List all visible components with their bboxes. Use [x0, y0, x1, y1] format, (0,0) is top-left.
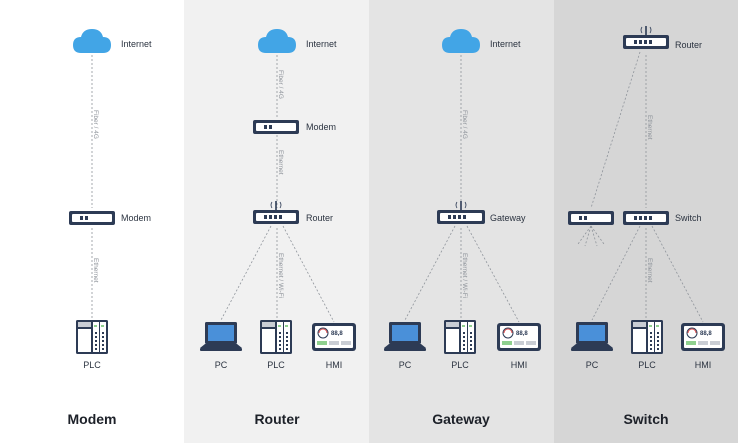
- plc-label: PLC: [267, 360, 285, 370]
- pc-label: PC: [585, 360, 599, 370]
- internet-label: Internet: [306, 39, 337, 49]
- connection-line: [584, 225, 592, 247]
- hmi-label: HMI: [325, 360, 343, 370]
- gateway-label: Gateway: [490, 213, 526, 223]
- switch-icon: [568, 211, 614, 227]
- svg-text:88,8: 88,8: [700, 331, 712, 337]
- pc-label: PC: [214, 360, 228, 370]
- link-label-ethernet: Ethernet: [277, 150, 284, 175]
- link-label-ethernet: Ethernet: [646, 115, 653, 140]
- cloud-icon: [441, 26, 481, 54]
- title-modem: Modem: [67, 411, 117, 427]
- plc-icon: [444, 320, 476, 354]
- connection-line: [591, 225, 641, 321]
- hmi-icon: 88,8: [681, 323, 725, 351]
- link-label-ethernet-wifi: Ethernet / Wi-Fi: [277, 253, 284, 299]
- svg-text:88,8: 88,8: [331, 331, 343, 337]
- plc-icon: [260, 320, 292, 354]
- connection-line: [404, 225, 456, 321]
- switch-label: Switch: [675, 213, 702, 223]
- hmi-label: HMI: [694, 360, 712, 370]
- laptop-icon: [384, 322, 426, 352]
- connection-line: [220, 225, 272, 321]
- internet-label: Internet: [490, 39, 521, 49]
- svg-text:88,8: 88,8: [516, 331, 528, 337]
- link-label-ethernet: Ethernet: [646, 258, 653, 283]
- router-icon: [623, 25, 669, 51]
- link-label-ethernet-wifi: Ethernet / Wi-Fi: [461, 253, 468, 299]
- title-switch: Switch: [623, 411, 669, 427]
- router-label: Router: [675, 40, 703, 50]
- title-gateway: Gateway: [432, 411, 490, 427]
- link-label-ethernet: Ethernet: [92, 258, 99, 283]
- cloud-icon: [72, 26, 112, 54]
- router-label: Router: [306, 213, 334, 223]
- plc-icon: [631, 320, 663, 354]
- connection-line: [282, 225, 335, 323]
- link-label-fiber: Fiber / 4G: [92, 110, 99, 139]
- plc-label: PLC: [83, 360, 101, 370]
- plc-icon: [76, 320, 108, 354]
- connection-line: [590, 225, 598, 247]
- router-icon: [253, 200, 299, 226]
- plc-label: PLC: [451, 360, 469, 370]
- modem-label: Modem: [306, 122, 337, 132]
- modem-icon: [69, 211, 115, 227]
- laptop-icon: [200, 322, 242, 352]
- modem-label: Modem: [121, 213, 152, 223]
- plc-label: PLC: [638, 360, 656, 370]
- pc-label: PC: [398, 360, 412, 370]
- connection-line: [466, 225, 520, 323]
- link-label-fiber: Fiber / 4G: [277, 70, 284, 99]
- connection-line: [590, 51, 641, 209]
- hmi-icon: 88,8: [497, 323, 541, 351]
- gateway-icon: [437, 200, 485, 226]
- hmi-label: HMI: [510, 360, 528, 370]
- connection-line: [651, 225, 704, 323]
- hmi-icon: 88,8: [312, 323, 356, 351]
- internet-label: Internet: [121, 39, 152, 49]
- switch-icon: [623, 211, 669, 227]
- connection-line: [590, 225, 605, 245]
- connection-line: [577, 225, 592, 245]
- link-label-fiber: Fiber / 4G: [461, 110, 468, 139]
- laptop-icon: [571, 322, 613, 352]
- cloud-icon: [257, 26, 297, 54]
- title-router: Router: [254, 411, 300, 427]
- modem-icon: [253, 120, 299, 136]
